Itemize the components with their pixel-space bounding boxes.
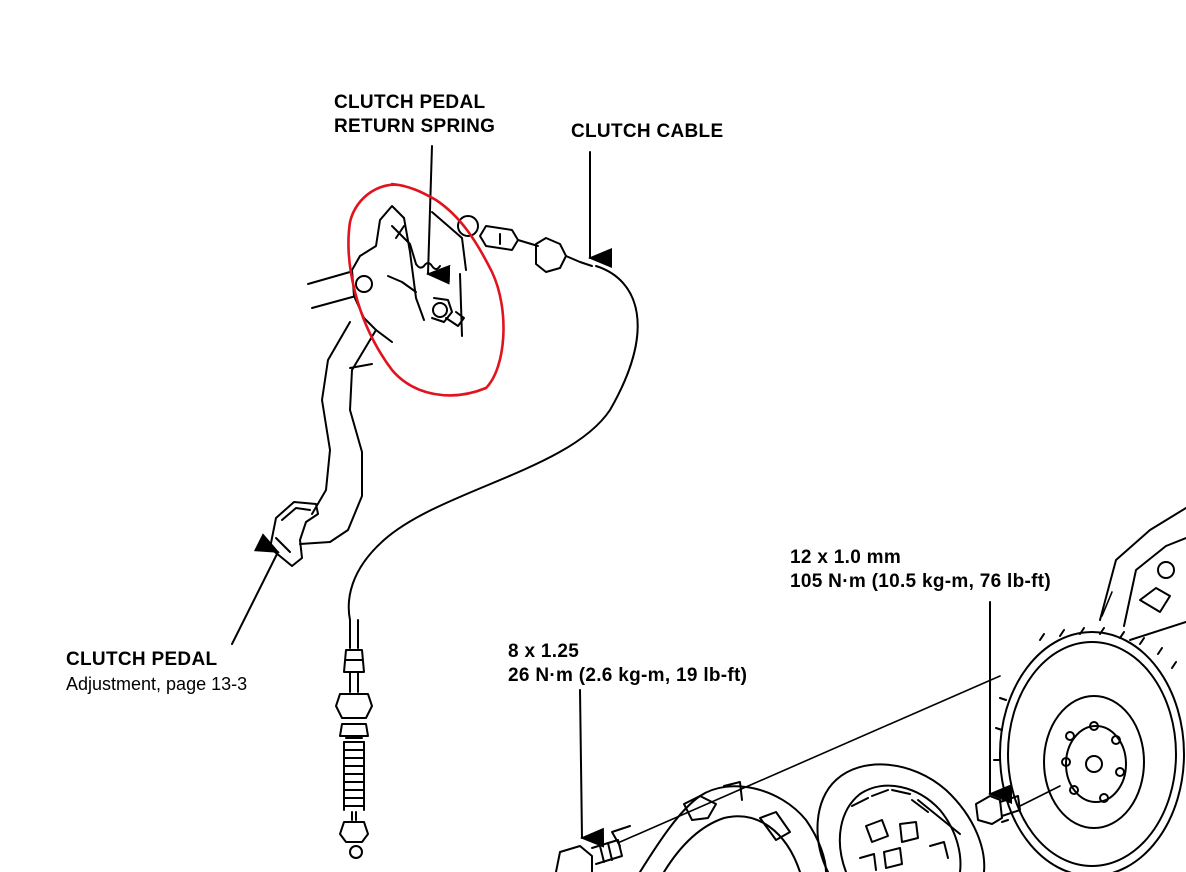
alignment-lines [619,591,1113,843]
highlight-circle-icon [347,182,505,397]
clutch-cable-label: CLUTCH CABLE [571,121,724,142]
pivot-shaft [307,271,357,309]
return-spring-label-line-2: RETURN SPRING [334,116,496,137]
pressure-plate-bolt-size: 8 x 1.25 [508,641,580,662]
flywheel [993,627,1185,872]
clutch-pedal-label: CLUTCH PEDAL Adjustment, page 13-3 [66,648,247,696]
pressure-plate-bolt-spec: 8 x 1.25 26 N·m (2.6 kg-m, 19 lb-ft) [508,640,747,688]
cable-sheath [347,265,639,621]
flywheel-bolt-torque: 105 N·m (10.5 kg-m, 76 lb-ft) [790,571,1052,592]
pivot-nut [431,297,465,327]
pedal-bracket [351,205,467,343]
clutch-pedal-title: CLUTCH PEDAL [66,649,218,670]
clutch-pedal-note: Adjustment, page 13-3 [66,674,248,694]
arrow-icon [579,689,605,848]
return-spring [391,225,441,270]
clutch-disc [816,763,986,872]
cable-clevis [457,215,593,273]
arrow-icon [426,145,451,285]
engine-block [1099,507,1186,641]
cable-adjuster [335,619,373,859]
flywheel-bolt-spec: 12 x 1.0 mm 105 N·m (10.5 kg-m, 76 lb-ft… [790,546,1051,594]
return-spring-label-line-1: CLUTCH PEDAL [334,92,486,113]
pressure-plate-bolt-torque: 26 N·m (2.6 kg-m, 19 lb-ft) [508,665,748,686]
return-spring-label: CLUTCH PEDAL RETURN SPRING [334,91,495,139]
pressure-plate-bolt [555,839,623,872]
pressure-plate [611,781,827,872]
pedal-pad [269,501,319,567]
arrow-icon [231,533,280,645]
flywheel-bolt-size: 12 x 1.0 mm [790,547,902,568]
pedal-arm [299,321,377,545]
